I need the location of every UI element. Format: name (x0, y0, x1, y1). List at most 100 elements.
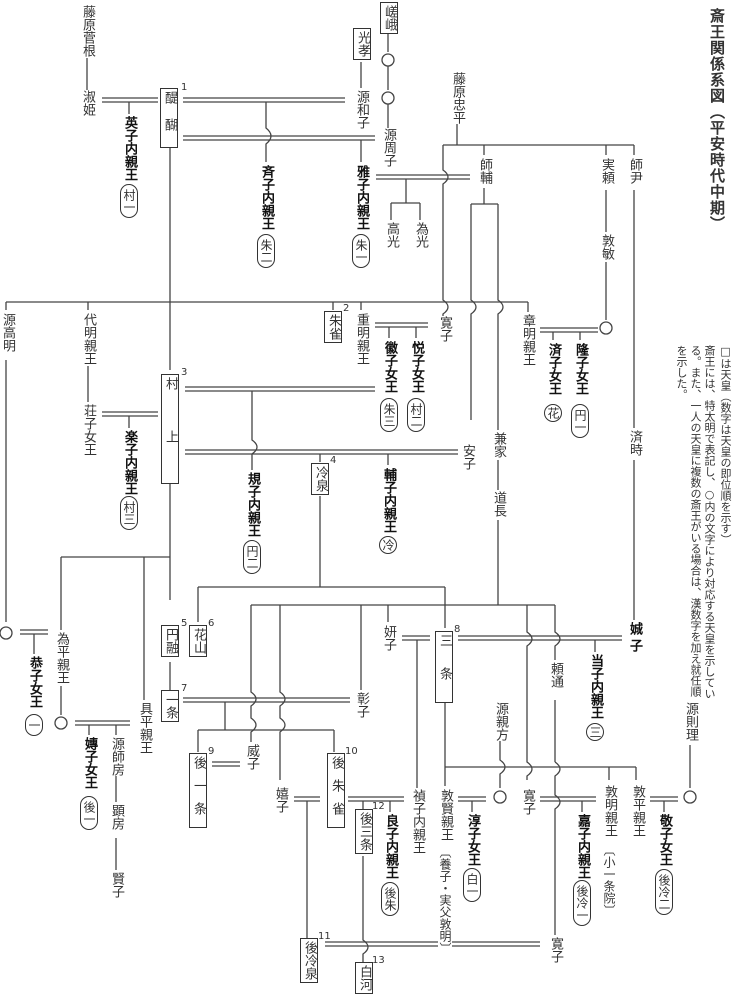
person: 淑姫 (80, 90, 95, 116)
person: 為平親王 (54, 632, 69, 684)
emperor-gosanjo[interactable]: 後三条 (355, 809, 373, 854)
legend-note-1: □は天皇（数字は天皇の即位順を示す） (718, 345, 732, 545)
emperor-gosuzaku[interactable]: 後朱雀 (327, 753, 345, 828)
emperor-suzaku[interactable]: 朱雀 (324, 311, 342, 343)
emperor-daigo[interactable]: 醍醐 (160, 88, 178, 148)
emperor-number: 8 (454, 624, 461, 635)
person: 高光 (384, 222, 399, 248)
emperor-reizei[interactable]: 冷泉 (311, 463, 329, 495)
saio-name: 規子内親王 (245, 472, 260, 537)
emperor-number: 12 (372, 801, 385, 812)
emperor-number: 7 (181, 683, 188, 694)
legend-note-2: 斎王には、特太明で表記し、○内の文字により対応する天皇を示してい (702, 345, 716, 699)
person: 寛子 (520, 789, 535, 815)
person: 嬉子 (273, 787, 288, 813)
emperor-number: 4 (330, 455, 337, 466)
legend-note-4: を示した。 (674, 345, 688, 400)
person: 源師房 (109, 737, 124, 776)
emperor-ichijo[interactable]: 一条 (161, 690, 179, 722)
person: 敦平親王 (630, 785, 645, 837)
person: 藤原忠平 (450, 72, 465, 124)
saio-name: 嫥子女王 (82, 737, 97, 789)
person: 妍子 (381, 625, 396, 651)
emperor-saga[interactable]: 嵯峨 (380, 2, 398, 34)
saio-tag: 村二 (407, 398, 425, 432)
person: 賢子 (109, 872, 124, 898)
saio-name: 輔子内親王 (381, 468, 396, 533)
emperor-shirakawa[interactable]: 白河 (355, 962, 373, 994)
person: 寛子 (437, 316, 452, 342)
emperor-number: 3 (181, 367, 188, 378)
person: 師尹 (627, 158, 642, 184)
saio-name: 雅子内親王 (354, 165, 369, 230)
emperor-number: 9 (208, 746, 215, 757)
saio-tag: 後冷一 (573, 880, 591, 926)
saio-tag: 円二 (243, 540, 261, 574)
person: 彰子 (354, 692, 369, 718)
person: 威子 (244, 744, 259, 770)
person: 藤原菅根 (80, 5, 95, 57)
person: 源周子 (381, 128, 396, 167)
saio-tag: 朱三 (380, 398, 398, 432)
person: 顕房 (109, 804, 124, 830)
person: 敦賢親王 (438, 789, 453, 841)
emperor-number: 10 (345, 746, 358, 757)
saio-name: 徽子女王 (382, 341, 397, 393)
saio-tag: 村三 (120, 496, 138, 530)
saio-tag: 村一 (120, 184, 138, 218)
person: 為光 (413, 222, 428, 248)
person-note: 〔養子・実父敦明〕 (438, 846, 452, 954)
person: 娍子 (627, 622, 642, 656)
saio-tag: 朱一 (352, 234, 370, 268)
emperor-number: 6 (208, 618, 215, 629)
person: 源和子 (354, 90, 369, 129)
saio-name: 嘉子内親王 (575, 814, 590, 879)
person: 荘子女王 (81, 404, 96, 456)
person-note: 〔小一条院〕 (602, 844, 616, 916)
emperor-goichijo[interactable]: 後一条 (189, 753, 207, 828)
saio-tag: 朱二 (257, 234, 275, 268)
person: 代明親王 (81, 313, 96, 365)
saio-name: 隆子女王 (573, 343, 588, 395)
emperor-goreizei[interactable]: 後冷泉 (300, 938, 318, 983)
person: 敦明親王 (602, 785, 617, 837)
person: 頼通 (548, 662, 563, 688)
saio-tag: 一 (25, 714, 43, 736)
person: 敦敏 (599, 234, 614, 260)
person: 済時 (627, 430, 642, 456)
person: 源高明 (0, 313, 15, 352)
saio-tag: 後冷二 (655, 869, 673, 915)
saio-tag: 後一 (80, 796, 98, 830)
person: 禎子内親王 (410, 789, 425, 854)
saio-name: 斉子内親王 (259, 165, 274, 230)
saio-name: 敬子女王 (657, 814, 672, 866)
saio-name: 良子内親王 (383, 814, 398, 879)
person: 具平親王 (137, 702, 152, 754)
person: 安子 (460, 444, 475, 470)
saio-tag: 円一 (571, 404, 589, 438)
person: 寛子 (548, 937, 563, 963)
person: 兼家 (491, 432, 506, 458)
emperor-number: 1 (181, 82, 188, 93)
saio-name: 済子女王 (546, 343, 561, 395)
saio-name: 淳子女王 (465, 814, 480, 866)
emperor-koko[interactable]: 光孝 (353, 28, 371, 60)
saio-tag: 冷 (379, 536, 397, 554)
saio-tag: 三 (586, 723, 604, 741)
emperor-murakami[interactable]: 村上 (161, 374, 179, 484)
person: 師輔 (477, 158, 492, 184)
person: 章明親王 (520, 314, 535, 366)
person: 源親方 (493, 702, 508, 741)
emperor-kazan[interactable]: 花山 (189, 625, 207, 657)
emperor-number: 2 (343, 303, 350, 314)
emperor-enyu[interactable]: 円融 (161, 625, 179, 657)
saio-name: 英子内親王 (122, 116, 137, 181)
emperor-number: 5 (181, 618, 188, 629)
saio-tag: 後朱 (381, 882, 399, 916)
legend-note-3: る。また、一人の天皇に複数の斎王がいる場合は、漢数字を加え就任順 (688, 345, 702, 697)
saio-name: 楽子内親王 (122, 430, 137, 495)
saio-name: 悦子女王 (409, 341, 424, 393)
person: 実頼 (599, 158, 614, 184)
emperor-sanjo[interactable]: 三条 (435, 631, 453, 703)
